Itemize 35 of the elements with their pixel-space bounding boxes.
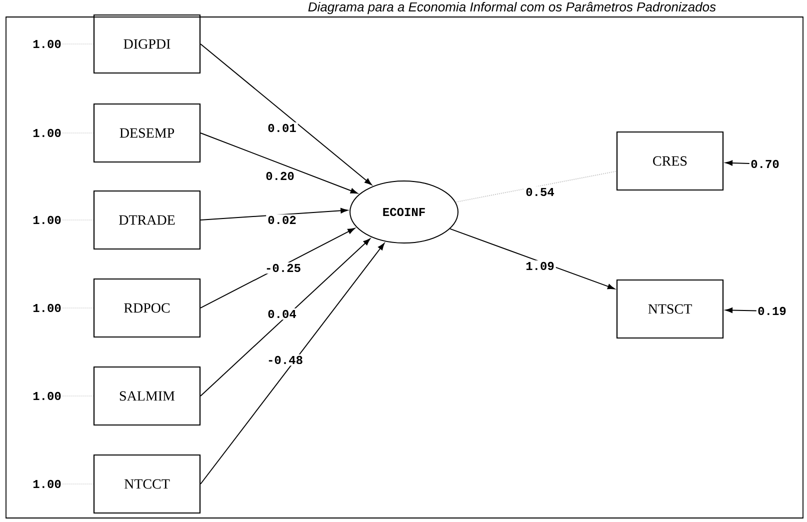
path-arrow [200, 208, 348, 220]
variance-value: 1.00 [33, 216, 61, 224]
path-arrow [200, 228, 355, 308]
variance-value: 0.19 [758, 306, 786, 316]
edge-label: 0.04 [266, 308, 298, 320]
edge-label: 1.09 [524, 260, 556, 272]
variable-box: NTCCT [93, 454, 201, 514]
connector-line [455, 170, 617, 203]
path-arrow [450, 228, 615, 290]
variable-box: RDPOC [93, 278, 201, 338]
edge-label: 0.20 [264, 170, 296, 182]
variable-box: NTSCT [616, 279, 724, 339]
edge-label: 0.54 [524, 186, 556, 198]
variance-value: 1.00 [33, 392, 61, 400]
variable-box: DIGPDI [93, 14, 201, 74]
variance-value: 0.70 [751, 160, 779, 168]
variance-value: 1.00 [33, 128, 61, 138]
edge-label: -0.48 [266, 354, 304, 366]
edge-label: 0.01 [266, 122, 298, 134]
variable-box: SALMIM [93, 366, 201, 426]
variance-value: 1.00 [33, 40, 61, 48]
edge-label: 0.02 [266, 214, 298, 226]
path-arrow [200, 44, 372, 186]
path-arrow [725, 308, 757, 313]
path-arrow [725, 160, 750, 166]
variance-value: 1.00 [33, 480, 61, 488]
variable-box: DESEMP [93, 103, 201, 163]
variable-box: DTRADE [93, 190, 201, 250]
title: Diagrama para a Economia Informal com os Parâmetros Padronizados [306, 0, 718, 16]
edge-label: -0.25 [264, 262, 302, 274]
path-arrow [200, 242, 385, 484]
path-arrow [200, 238, 370, 396]
variance-value: 1.00 [33, 304, 61, 312]
variable-box: CRES [616, 131, 724, 191]
path-arrow [200, 132, 358, 194]
